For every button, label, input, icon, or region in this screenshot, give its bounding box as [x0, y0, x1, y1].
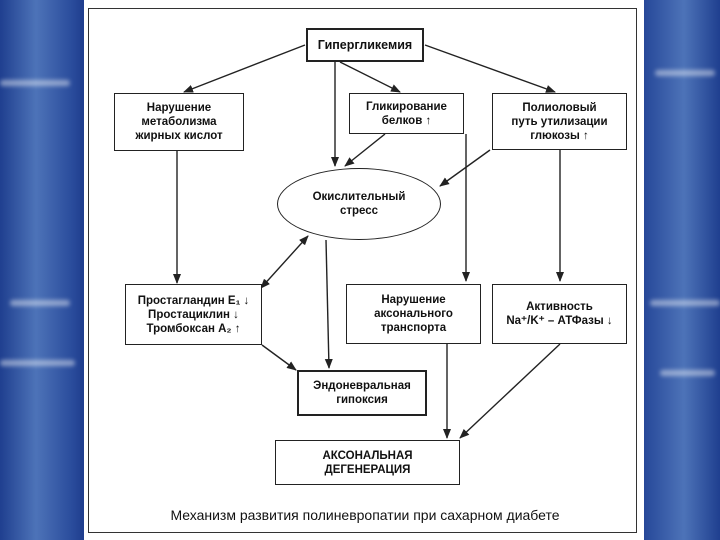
background-streak	[0, 80, 70, 86]
arrow-hyperglycemia-to-fatty-acids	[183, 44, 306, 93]
background-streak	[0, 360, 75, 366]
node-protein-glycation: Гликирование белков ↑	[349, 93, 464, 134]
arrow-hyperglycemia-to-glycation	[339, 61, 401, 93]
node-axonal-transport: Нарушение аксонального транспорта	[346, 284, 481, 344]
background-streak	[655, 70, 715, 76]
node-oxidative-stress: Окислительный стресс	[277, 168, 441, 240]
node-fatty-acid-metabolism: Нарушение метаболизма жирных кислот	[114, 93, 244, 151]
arrow-prostaglandins-to-hypoxia	[261, 344, 297, 371]
diagram-caption: Механизм развития полиневропатии при сах…	[170, 507, 560, 523]
arrow-prostaglandins-oxidative	[260, 235, 309, 289]
arrow-polyol-to-oxidative	[439, 149, 491, 187]
arrow-atpase-to-degeneration	[459, 343, 561, 439]
background-streak	[10, 300, 70, 306]
node-polyol-pathway: Полиоловый путь утилизации глюкозы ↑	[492, 93, 627, 150]
node-hyperglycemia: Гипергликемия	[306, 28, 424, 62]
arrow-hyperglycemia-to-polyol	[424, 44, 556, 93]
background-streak	[650, 300, 720, 306]
node-axonal-degeneration: АКСОНАЛЬНАЯ ДЕГЕНЕРАЦИЯ	[275, 440, 460, 485]
node-prostaglandins: Простагландин E₁ ↓ Простациклин ↓ Тромбо…	[125, 284, 262, 345]
arrow-oxidative-to-hypoxia	[324, 239, 333, 369]
node-atpase-activity: Активность Na⁺/K⁺ – АТФазы ↓	[492, 284, 627, 344]
background-streak	[660, 370, 715, 376]
arrow-glycation-to-oxidative	[344, 133, 386, 167]
node-endoneural-hypoxia: Эндоневральная гипоксия	[297, 370, 427, 416]
diagram-frame	[88, 8, 637, 533]
